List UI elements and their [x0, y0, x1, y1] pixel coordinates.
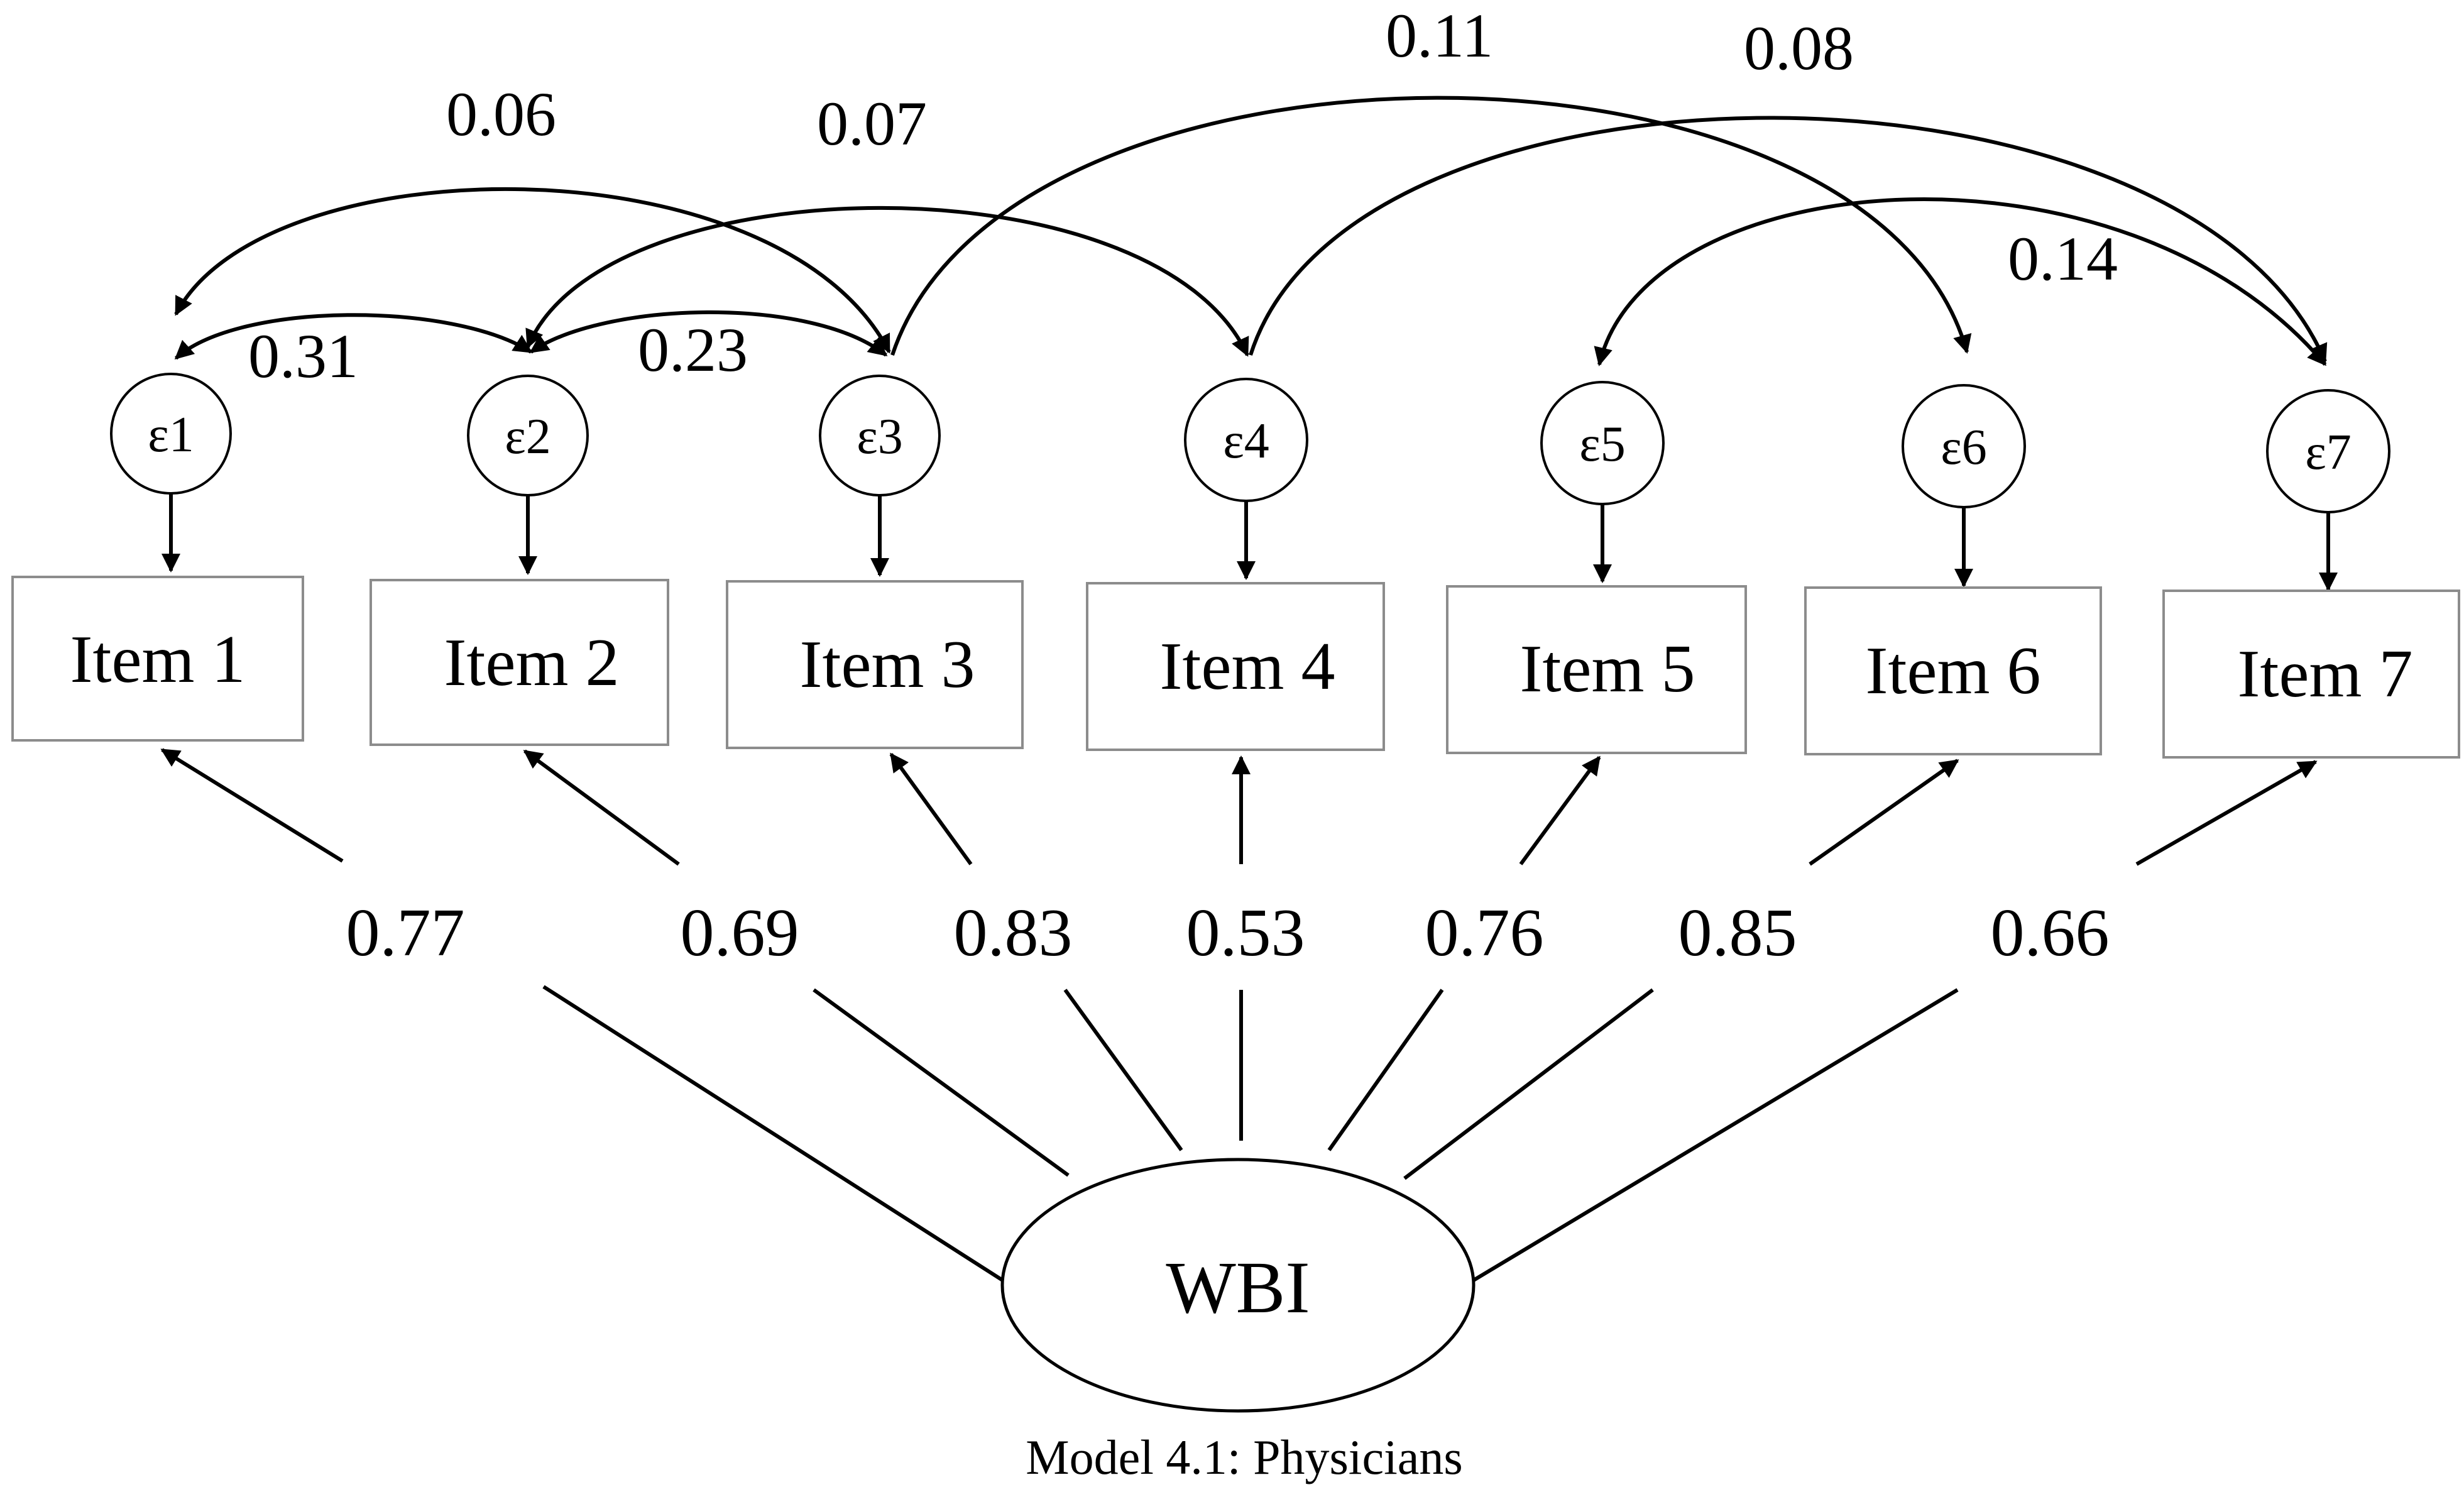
error-label: ε6 [1941, 420, 1987, 475]
loading-path-5-lower [1327, 989, 1444, 1151]
loading-path-6-upper [1809, 759, 1959, 866]
loading-paths [160, 748, 2318, 1284]
loading-label-1: 0.77 [346, 896, 465, 970]
covariance-arcs [174, 96, 2328, 366]
item-label: Item 2 [444, 625, 620, 700]
error-label: ε3 [857, 409, 903, 464]
item-label: Item 7 [2238, 637, 2413, 711]
item-label: Item 5 [1520, 632, 1695, 706]
error-term-e5: ε5 [1540, 381, 1665, 505]
loading-path-5-upper [1519, 755, 1601, 865]
error-label: ε7 [2305, 425, 2352, 480]
item-label: Item 3 [800, 627, 975, 702]
item-box-5: Item 5 [1446, 585, 1747, 754]
item-label: Item 6 [1866, 634, 2041, 708]
error-term-e7: ε7 [2266, 389, 2390, 513]
covariance-arc-e5-e7 [1594, 197, 2327, 366]
item-box-7: Item 7 [2162, 590, 2460, 759]
latent-ellipse [1000, 1158, 1476, 1413]
latent-factor: WBI [1000, 1158, 1476, 1413]
error-term-e3: ε3 [819, 375, 941, 496]
loading-path-7-upper [2135, 760, 2318, 866]
covariance-arc-e3-e6 [890, 96, 1972, 356]
item-box-6: Item 6 [1804, 586, 2102, 755]
loading-label-6: 0.85 [1678, 896, 1797, 970]
error-term-e1: ε1 [110, 373, 232, 495]
loading-labels: 0.77 0.69 0.83 0.53 0.76 0.85 0.66 [346, 896, 2110, 970]
covariance-label-e3-e6: 0.11 [1386, 1, 1493, 70]
loading-path-3-lower [1063, 989, 1183, 1151]
loading-path-7-lower [1469, 988, 1959, 1284]
loading-path-3-upper [889, 752, 973, 865]
error-to-item-arrows [162, 493, 2338, 591]
loading-path-1-lower [542, 985, 1007, 1284]
loading-label-7: 0.66 [1991, 896, 2110, 970]
covariance-label-e5-e7: 0.14 [2008, 224, 2118, 293]
covariance-arc-e4-e7 [1249, 116, 2328, 363]
item-label: Item 4 [1160, 629, 1335, 704]
item-box-4: Item 4 [1086, 582, 1385, 751]
error-term-e4: ε4 [1184, 378, 1308, 502]
loading-label-3: 0.83 [954, 896, 1073, 970]
error-term-e6: ε6 [1902, 384, 2026, 508]
error-term-e2: ε2 [467, 375, 589, 496]
error-label: ε5 [1579, 417, 1626, 472]
loading-path-1-upper [160, 748, 344, 863]
loading-label-5: 0.76 [1425, 896, 1544, 970]
error-terms: ε1 ε2 ε3 ε4 ε5 ε6 ε7 [110, 373, 2390, 513]
figure-caption: Model 4.1: Physicians [1026, 1430, 1463, 1484]
item-box-2: Item 2 [370, 579, 669, 746]
error-label: ε1 [148, 407, 194, 463]
covariance-label-e2-e4: 0.07 [817, 89, 927, 158]
error-label: ε2 [505, 409, 551, 464]
latent-label: WBI [1166, 1246, 1310, 1329]
loading-label-2: 0.69 [681, 896, 799, 970]
covariance-arc-e1-e3 [174, 187, 891, 354]
covariance-label-e2-e3: 0.23 [638, 315, 748, 385]
covariance-label-e1-e2: 0.31 [248, 321, 358, 391]
covariance-arc-e2-e4 [525, 206, 1249, 357]
covariance-labels: 0.31 0.23 0.06 0.07 0.11 0.08 0.14 [248, 1, 2118, 391]
covariance-label-e4-e7: 0.08 [1744, 13, 1854, 83]
error-label: ε4 [1223, 414, 1269, 469]
loading-path-2-upper [523, 749, 680, 866]
item-box-3: Item 3 [726, 580, 1024, 749]
covariance-label-e1-e3: 0.06 [446, 79, 556, 149]
item-box-1: Item 1 [11, 576, 304, 742]
item-label: Item 1 [70, 622, 246, 697]
loading-label-4: 0.53 [1186, 896, 1305, 970]
item-boxes: Item 1 Item 2 Item 3 Item 4 Item 5 Item … [11, 576, 2460, 759]
loading-path-6-lower [1403, 988, 1654, 1180]
loading-path-2-lower [813, 988, 1070, 1177]
